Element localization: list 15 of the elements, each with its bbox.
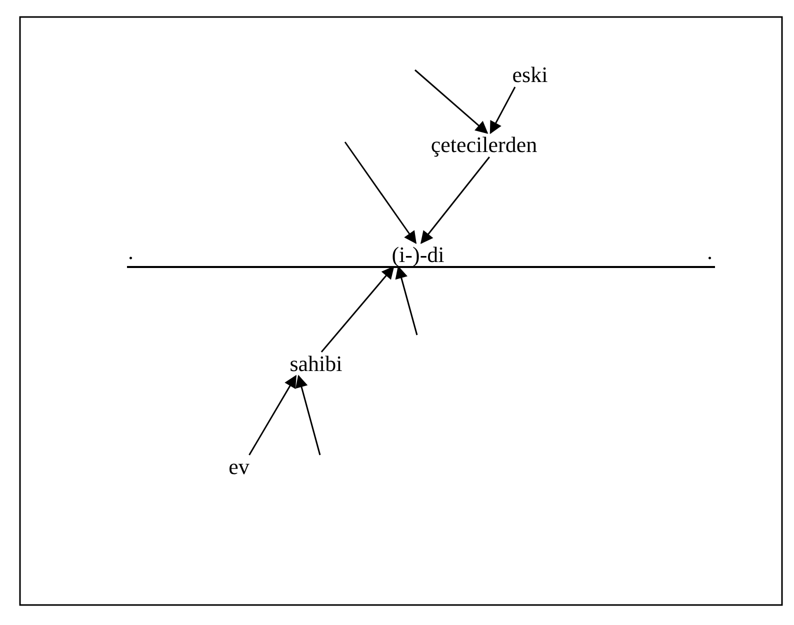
arrow (414, 69, 488, 134)
dot-mark: . (128, 240, 134, 264)
word: ev (228, 455, 250, 479)
arrow (248, 374, 296, 456)
arrow (395, 266, 418, 336)
word: (i-)-di (390, 243, 446, 267)
arrow (295, 374, 321, 456)
word: sahibi (288, 352, 344, 376)
arrow (320, 266, 394, 352)
word: eski (511, 63, 549, 87)
arrow (420, 156, 490, 244)
arrow (490, 86, 516, 134)
dot-mark: . (707, 240, 714, 264)
word: çetecilerden (430, 133, 538, 157)
arrow (344, 142, 417, 244)
